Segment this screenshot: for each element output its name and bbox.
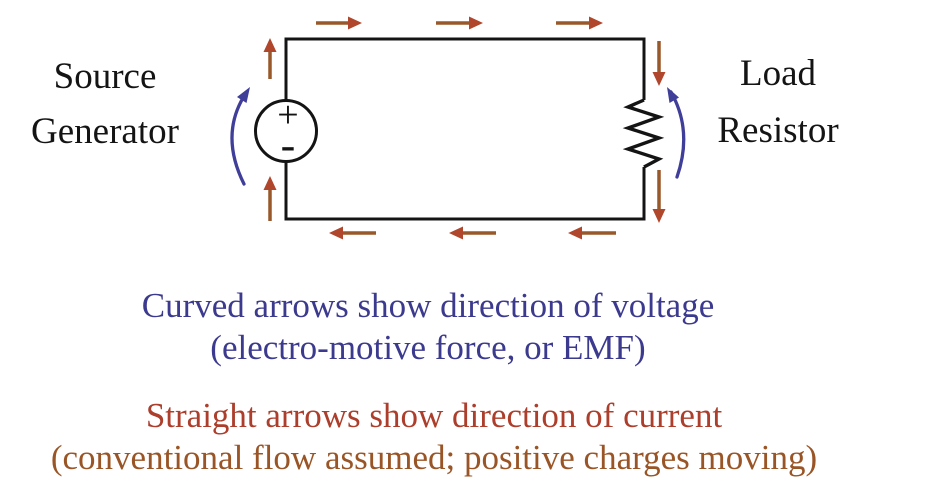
current-caption: Straight arrows show direction of curren… (0, 395, 868, 479)
current-arrows (263, 16, 666, 240)
current-arrow-bottom-right-icon (568, 226, 616, 240)
resistor-zigzag-icon (622, 98, 665, 169)
current-caption-line1: Straight arrows show direction of curren… (145, 396, 723, 435)
current-arrow-right-lower-icon (652, 170, 666, 223)
current-arrow-heads-fill (263, 16, 666, 240)
source-label-line2: Generator (31, 111, 179, 152)
current-arrow-right-upper-icon (652, 41, 666, 86)
voltage-caption: Curved arrows show direction of voltage … (0, 285, 856, 369)
current-caption-line2: (conventional flow assumed; positive cha… (50, 438, 818, 477)
wire-loop (284, 37, 646, 221)
load-label-line1: Load (739, 53, 817, 94)
source-label-line1: Source (53, 56, 157, 97)
current-arrow-bottom-left-icon (329, 226, 376, 240)
emf-arrows (230, 87, 686, 186)
source-label: Source Generator (4, 49, 206, 159)
source-circle-icon (254, 99, 318, 163)
emf-curved-arrow-load-icon (667, 87, 686, 179)
source-minus-sign: - (281, 121, 296, 170)
current-arrow-top-left-icon (316, 16, 362, 30)
load-label: Load Resistor (683, 45, 873, 159)
current-arrow-left-lower-icon (263, 176, 277, 221)
emf-curved-arrow-source-icon (230, 87, 250, 186)
circuit-wires (254, 37, 665, 221)
voltage-caption-line1: Curved arrows show direction of voltage (141, 286, 715, 325)
source-plus-sign: + (277, 94, 298, 136)
circuit-schematic: + - (230, 16, 686, 240)
current-arrow-left-upper-icon (263, 38, 277, 79)
load-label-line2: Resistor (717, 110, 839, 151)
voltage-caption-line2: (electro-motive force, or EMF) (210, 328, 646, 367)
current-arrow-top-middle-icon (436, 16, 483, 30)
emf-arrow-heads-fill (230, 87, 686, 186)
current-arrow-bottom-middle-icon (449, 226, 496, 240)
current-arrow-top-right-icon (556, 16, 603, 30)
